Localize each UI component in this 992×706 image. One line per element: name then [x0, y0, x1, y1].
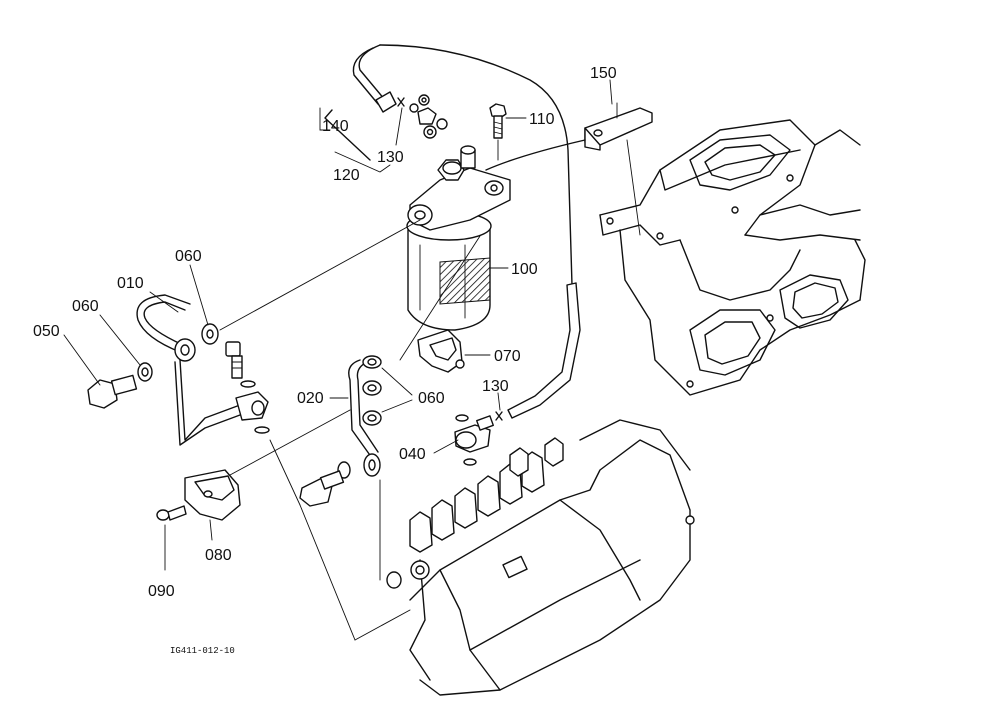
callout-130-bottom: 130: [482, 378, 509, 395]
callout-060-upper: 060: [175, 248, 202, 265]
bolt-110: [489, 103, 507, 161]
fuel-filter: [406, 145, 511, 331]
pipe-020-assembly: [269, 355, 411, 641]
callout-050: 050: [33, 323, 60, 340]
leader-lines: [63, 79, 613, 541]
callout-070: 070: [494, 348, 521, 365]
callout-labels: 010 020 040 050 060 060 060 070 080 090 …: [33, 65, 617, 656]
pipe-010-assembly: [87, 219, 421, 446]
callout-060-middle: 060: [418, 390, 445, 407]
callout-140: 140: [322, 118, 349, 135]
fuel-hoses: [352, 44, 586, 419]
callout-020: 020: [297, 390, 324, 407]
callout-090: 090: [148, 583, 175, 600]
callout-080: 080: [205, 547, 232, 564]
manifold: [599, 119, 866, 396]
fittings-120-130: [324, 94, 448, 161]
bolt-090: [156, 505, 187, 571]
drawing-id: IG411-012-10: [170, 646, 235, 656]
callout-100: 100: [511, 261, 538, 278]
fitting-040: [454, 411, 503, 466]
clamp-080: [184, 409, 351, 521]
delivery-valve-holders: [409, 437, 564, 553]
callout-010: 010: [117, 275, 144, 292]
bracket-150: [584, 102, 653, 236]
callout-150: 150: [590, 65, 617, 82]
callout-130-top: 130: [377, 149, 404, 166]
injection-pump: [409, 419, 695, 696]
callout-040: 040: [399, 446, 426, 463]
callout-110: 110: [529, 111, 555, 128]
callout-060-left: 060: [72, 298, 99, 315]
callout-120: 120: [333, 167, 360, 184]
clamp-070: [417, 329, 465, 373]
